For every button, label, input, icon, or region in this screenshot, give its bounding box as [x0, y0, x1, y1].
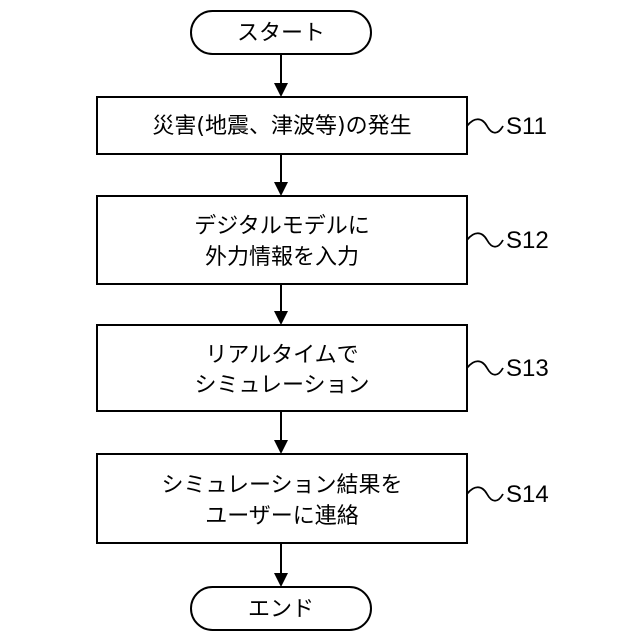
step-label-s13: S13: [506, 355, 549, 382]
arrow-s14-to-end: [274, 543, 288, 587]
process-box-s13: [97, 325, 467, 411]
process-text-s14-line2: ユーザーに連絡: [205, 504, 359, 529]
arrow-s11-to-s12: [274, 154, 288, 196]
leader-line-s11: [467, 119, 503, 133]
process-step-s13: リアルタイムで シミュレーション S13: [97, 325, 549, 411]
step-label-s11: S11: [506, 113, 547, 140]
process-text-s13-line1: リアルタイムで: [205, 343, 358, 368]
process-text-s12-line2: 外力情報を入力: [205, 245, 359, 270]
step-label-s12: S12: [506, 227, 549, 254]
process-step-s12: デジタルモデルに 外力情報を入力 S12: [97, 196, 549, 284]
arrow-s13-to-s14: [274, 411, 288, 454]
arrow-head: [274, 440, 288, 454]
leader-line-s13: [467, 361, 503, 375]
process-text-s12-line1: デジタルモデルに: [194, 214, 370, 239]
arrow-s12-to-s13: [274, 284, 288, 325]
arrow-head: [274, 311, 288, 325]
process-box-s14: [97, 454, 467, 543]
arrow-start-to-s11: [274, 54, 288, 97]
process-text-s13-line2: シミュレーション: [194, 373, 369, 398]
start-terminal-label: スタート: [237, 21, 325, 46]
process-step-s11: 災害(地震、津波等)の発生 S11: [97, 97, 547, 154]
arrow-head: [274, 83, 288, 97]
start-terminal: スタート: [191, 11, 371, 54]
leader-line-s12: [467, 233, 503, 247]
step-label-s14: S14: [506, 481, 549, 508]
process-text-s14-line1: シミュレーション結果を: [161, 473, 402, 498]
end-terminal: エンド: [191, 587, 371, 630]
process-text-s11-line1: 災害(地震、津波等)の発生: [152, 114, 411, 139]
end-terminal-label: エンド: [248, 597, 314, 622]
leader-line-s14: [467, 487, 503, 501]
process-step-s14: シミュレーション結果を ユーザーに連絡 S14: [97, 454, 549, 543]
arrow-head: [274, 182, 288, 196]
arrow-head: [274, 573, 288, 587]
process-box-s12: [97, 196, 467, 284]
